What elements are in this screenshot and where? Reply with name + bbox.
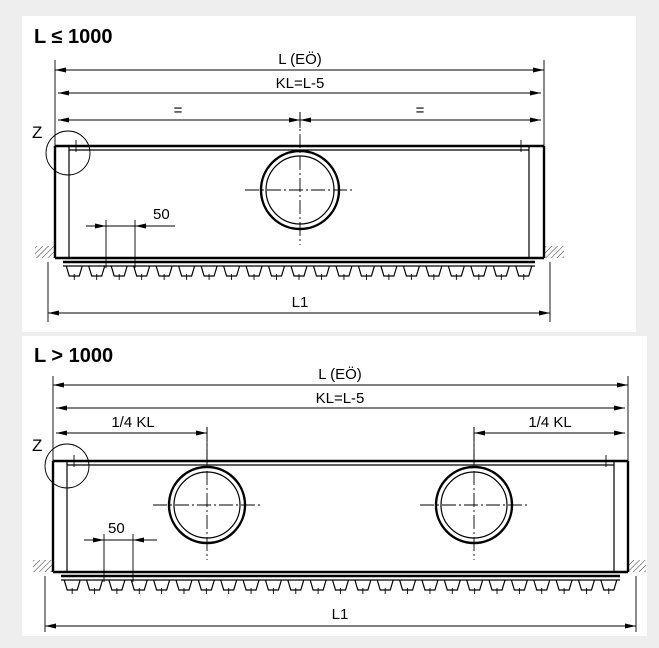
- dim-spacing-label-1: 50: [153, 206, 170, 223]
- dim-spacing-label-2: 50: [108, 520, 125, 537]
- dim-l1-label-2: L1: [332, 606, 349, 623]
- dim-total-length-2: L (EÖ): [52, 365, 629, 461]
- detail-z-marker-2: Z: [32, 436, 90, 489]
- dim-total-label-2: L (EÖ): [318, 365, 362, 383]
- detail-z-label-1: Z: [32, 123, 42, 142]
- dim-l1-label-1: L1: [292, 294, 309, 311]
- dim-left-half-label-1: =: [174, 102, 183, 119]
- ground-hatch-left-1: [35, 246, 55, 258]
- dim-spacing-1: 50: [86, 206, 175, 268]
- detail-z-marker-1: Z: [32, 123, 91, 176]
- pipe-opening-1: [245, 112, 355, 245]
- dim-spacing-2: 50: [84, 520, 157, 582]
- dim-kl-label-2: KL=L-5: [316, 390, 365, 407]
- dim-halves-1: = =: [58, 102, 541, 128]
- panel-small-title: L ≤ 1000: [34, 26, 112, 48]
- detail-z-label-2: Z: [32, 436, 42, 455]
- dim-total-label-1: L (EÖ): [278, 50, 322, 68]
- pipe-opening-left-2: [153, 427, 262, 560]
- channel-body-2: [51, 455, 630, 574]
- ground-hatch-right-1: [544, 246, 564, 258]
- dim-quarter-left-label-2: 1/4 KL: [111, 414, 154, 431]
- ground-hatch-right-2: [628, 560, 646, 572]
- dim-right-half-label-1: =: [416, 102, 425, 119]
- dim-l1-1: L1: [47, 262, 551, 322]
- dim-quarter-right-label-2: 1/4 KL: [528, 414, 571, 431]
- dim-kl-2: KL=L-5: [56, 390, 625, 411]
- dim-total-length-1: L (EÖ): [54, 50, 545, 146]
- dim-quarter-right-2: 1/4 KL: [473, 414, 625, 465]
- dim-kl-label-1: KL=L-5: [276, 75, 325, 92]
- panel-large: L > 1000 L (EÖ) KL=L-5 1/4 KL: [22, 336, 647, 636]
- dim-kl-1: KL=L-5: [58, 75, 541, 96]
- grating-teeth-1: [63, 260, 535, 280]
- pipe-opening-right-2: [420, 427, 529, 560]
- dim-l1-2: L1: [44, 576, 637, 632]
- ground-hatch-left-2: [33, 560, 53, 572]
- panel-large-title: L > 1000: [34, 345, 113, 367]
- panel-small: L ≤ 1000 L (EÖ) KL=L-5 = =: [22, 16, 636, 332]
- grating-teeth-2: [61, 574, 620, 594]
